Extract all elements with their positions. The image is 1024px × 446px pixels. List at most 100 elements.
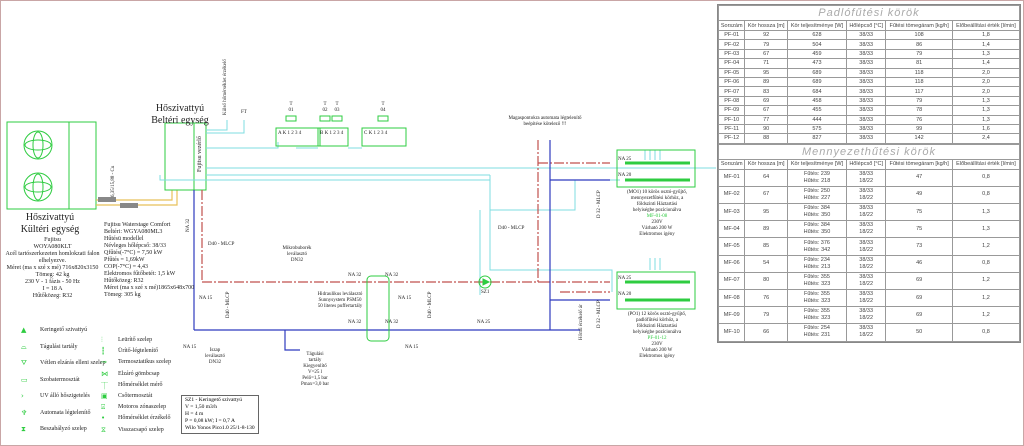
refrigerant-pipe-label: 6,35/15,88 - Cu [111, 165, 116, 197]
table-pf-title: Padlófűtési körök [718, 5, 1020, 20]
pump-icon [478, 275, 492, 289]
spec-line: COP(-7°C) = 4,43 [104, 264, 148, 270]
spec-line: Fujitsu [44, 237, 61, 243]
table-cell: 118 [885, 67, 953, 78]
text-line: földszinti Háztartási [636, 324, 678, 329]
uv-pipe-icon: › [21, 392, 24, 400]
pipe-label: NA 15 [199, 296, 213, 301]
table-cell: 2,0 [951, 67, 1021, 78]
pipe-label: NA 25 [618, 157, 632, 162]
table-cell: 95 [744, 67, 788, 78]
spec-line: Tömeg: 42 kg [35, 272, 70, 278]
text-line: (MO1) 10 körös osztó-gyűjtő, [627, 190, 687, 195]
table-cell: 1,3 [951, 203, 1021, 222]
text-line: beépítése kötelező !!! [523, 122, 567, 127]
fan-icon [23, 130, 53, 160]
table-cell: 38/33 [846, 39, 887, 50]
table-cell: MF-10 [717, 323, 746, 342]
column-header: Kör teljesítménye [W] [786, 158, 848, 170]
table-cell: 69 [744, 95, 788, 107]
spec-line: Pfűtés = 1,69kW [104, 257, 145, 263]
table-cell: 81 [885, 58, 953, 69]
table-cell: 49 [885, 185, 953, 205]
spec-line: Méret (ma x szé x mé) 716x820x3150 [6, 265, 99, 271]
table-cell: 66 [744, 323, 788, 342]
table-cell: 38/33 [846, 95, 887, 107]
pipe-label: NA 15 [398, 296, 412, 301]
check-valve-icon: ⧖ [101, 425, 106, 434]
table-cell: 1,3 [951, 114, 1021, 125]
table-cell: 38/33 [846, 29, 887, 41]
room-thermostat-icon: ▭ [21, 375, 28, 384]
outdoor-sensor-label: Külső hőmérséklet érzékelő [223, 59, 228, 115]
table-cell: 50 [885, 323, 953, 342]
table-cell: 67 [744, 185, 788, 205]
legend-label: Hőmérséklet érzékelő [118, 415, 171, 422]
table-cell: PF-04 [717, 58, 746, 69]
table-cell: 69 [885, 271, 953, 291]
pipe-label: NA 15 [405, 345, 419, 350]
table-cell: MF-07 [717, 271, 746, 291]
pipe-label: D 32 - MLCP [597, 190, 602, 218]
text-line: Mikrobuborék [282, 246, 312, 251]
table-cell: 79 [885, 95, 953, 107]
pipe-label: NA 32 [385, 320, 399, 325]
table-cell: MF-02 [717, 185, 746, 205]
table-cell: 38/33 [846, 76, 887, 88]
thermostat-units [275, 115, 407, 147]
table-cell: 79 [744, 306, 788, 325]
table-cell: 1,8 [951, 29, 1021, 41]
table-cell: 95 [744, 203, 788, 222]
column-header: Hőlépcső [°C] [846, 158, 887, 170]
table-cell: 459 [786, 48, 848, 60]
thermometer-icon: ⏉ [101, 381, 108, 390]
manifold-mf-label: (MO1) 10 körös osztó-gyűjtő,mennyezetfűt… [612, 190, 702, 238]
indoor-unit [164, 122, 207, 191]
legend-label: Beszabályzó szelep [40, 426, 87, 432]
table-cell: MF-04 [717, 220, 746, 239]
table-cell: PF-06 [717, 76, 746, 88]
vent-icon: ┇ [101, 347, 106, 356]
pipe-label: NA 25 [477, 320, 491, 325]
pipe-label: NA 32 [385, 273, 399, 278]
table-cell: PF-08 [717, 95, 746, 107]
pipe-label: NA 20 [618, 292, 632, 297]
expansion-tank-icon: ⌓ [21, 342, 27, 351]
table-cell: 1,6 [951, 123, 1021, 135]
table-cell: 458 [786, 95, 848, 107]
wiring-center-a: A K 1 2 3 4 [278, 131, 302, 136]
spec-line: Qfűtés(-7°C) = 7,50 kW [104, 250, 163, 256]
table-cell: 1,3 [951, 220, 1021, 239]
text-line: DN32 [290, 258, 304, 263]
table-cell: 1,3 [951, 48, 1021, 60]
auto-air-vent-icon: ♆ [21, 408, 28, 417]
table-cell: 85 [744, 237, 788, 256]
pipe-label: NA 32 [348, 320, 362, 325]
table-cell: 1,3 [951, 95, 1021, 107]
outdoor-unit-title: Hőszivattyú Kültéri egység [20, 212, 80, 235]
table-cell: 2,0 [951, 86, 1021, 97]
return-pipes [193, 140, 610, 351]
controller-label: Fujitsu vezérlő [197, 136, 203, 172]
